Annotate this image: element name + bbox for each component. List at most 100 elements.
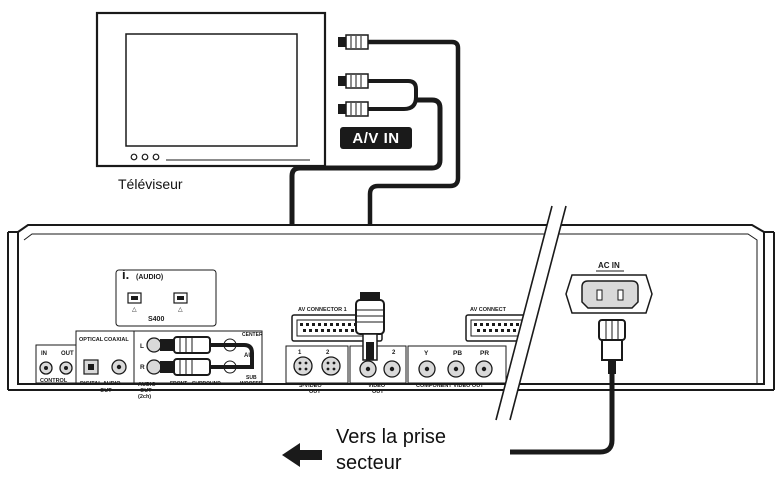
surround-label: SURROUND — [192, 381, 221, 387]
scart-pin — [318, 323, 321, 326]
left-arrow-icon — [282, 443, 322, 467]
scart-pin — [342, 323, 345, 326]
chassis-inner-edge — [23, 233, 758, 384]
tv-knob — [141, 153, 149, 161]
optical-label: OPTICAL — [79, 337, 104, 343]
video-out-label: OUT — [372, 389, 384, 395]
ac-in-section: AC IN — [565, 261, 653, 314]
audio-plug-l — [160, 339, 174, 351]
svideo-1-label: 1 — [298, 350, 302, 356]
scart-pin — [324, 323, 327, 326]
svideo-out-label: OUT — [309, 389, 321, 395]
digital-audio-label: DIGITAL AUDIO — [80, 381, 121, 387]
scart-pin — [303, 329, 306, 332]
scart-pin — [300, 323, 303, 326]
mains-label: Vers la prise secteur — [336, 424, 446, 476]
scart-pin — [333, 329, 336, 332]
tv-knob — [152, 153, 160, 161]
scart-pin — [507, 329, 510, 332]
scart-pin — [309, 329, 312, 332]
control-label: CONTROL — [40, 378, 68, 384]
scart-pin — [501, 329, 504, 332]
rca-plug-mid — [338, 73, 369, 89]
au-label: AU — [244, 353, 253, 359]
power-cable — [510, 374, 615, 455]
svg-text:△: △ — [178, 307, 183, 313]
digital-audio-section: OPTICAL COAXIAL DIGITAL AUDIO OUT — [75, 330, 135, 394]
component-label: COMPONENT VIDEO OUT — [416, 383, 484, 389]
scart-pin — [336, 323, 339, 326]
audio-out-label: AUDIO — [138, 382, 156, 388]
coaxial-label: COAXIAL — [104, 337, 129, 343]
scart-pin — [483, 329, 486, 332]
scart-pin — [477, 329, 480, 332]
ilink-section: i. (AUDIO) △ △ S400 — [115, 267, 217, 327]
rca-plug-top — [338, 34, 369, 50]
rca-plug-low — [338, 101, 369, 117]
scart-pin — [498, 323, 501, 326]
svideo-2-jack — [321, 356, 341, 376]
audio-cable-split — [368, 79, 418, 111]
scart-pin — [315, 329, 318, 332]
video-out-section: 2 VIDEO OUT — [349, 345, 407, 395]
rear-panel: i. (AUDIO) △ △ S400 IN OUT CONTROL OPTIC… — [7, 224, 775, 400]
scart-pin — [492, 323, 495, 326]
scart-pin — [306, 323, 309, 326]
av-connector-2-label: AV CONNECT — [470, 307, 507, 313]
scart-pin — [351, 329, 354, 332]
scart-pin — [321, 329, 324, 332]
svideo-2-label: 2 — [326, 350, 330, 356]
component-section: Y PB PR COMPONENT VIDEO OUT — [407, 345, 507, 389]
component-y-label: Y — [424, 350, 429, 357]
audio-r-label: R — [140, 364, 145, 371]
scart-pin — [327, 329, 330, 332]
audio-out-out-label: OUT — [140, 388, 152, 394]
scart-pin — [312, 323, 315, 326]
video-2-label: 2 — [392, 350, 396, 356]
audio-out-l-jack — [146, 337, 162, 353]
video-label: VIDEO — [368, 383, 386, 389]
video-cable — [367, 39, 461, 290]
svideo-label: S-VIDEO — [299, 383, 322, 389]
control-in-label: IN — [41, 351, 47, 357]
ilink-audio-label: (AUDIO) — [136, 274, 163, 281]
av-connector-2: AV CONNECT — [465, 307, 531, 342]
scart-pin — [348, 323, 351, 326]
scart-pin — [339, 329, 342, 332]
audio-out-r-jack — [146, 359, 162, 375]
power-cord — [510, 319, 626, 455]
scart-pin — [489, 329, 492, 332]
control-section: IN OUT CONTROL — [35, 344, 77, 384]
mains-label-line1: Vers la prise — [336, 426, 447, 448]
front-label: FRONT — [170, 381, 187, 387]
ilink-icon: i. — [122, 267, 129, 282]
digital-audio-out-label: OUT — [100, 388, 112, 394]
audio-plug-r — [160, 361, 174, 373]
scart-pin — [495, 329, 498, 332]
scart-pin — [486, 323, 489, 326]
scart-pin — [474, 323, 477, 326]
scart-pin — [513, 329, 516, 332]
scart-pin — [345, 329, 348, 332]
svideo-1-jack — [293, 356, 313, 376]
av-in-badge: A/V IN — [340, 127, 412, 149]
mains-label-line2: secteur — [336, 452, 402, 474]
ac-in-label: AC IN — [598, 261, 620, 270]
scart-pin — [480, 323, 483, 326]
svideo-section: 1 2 S-VIDEO OUT — [285, 345, 349, 395]
audio-out-2ch-label: (2ch) — [138, 394, 151, 400]
s400-label: S400 — [148, 316, 164, 323]
panel-break — [495, 205, 567, 421]
tv-knob — [130, 153, 138, 161]
scart-pin — [510, 323, 513, 326]
av-connector-1-label: AV CONNECTOR 1 — [298, 307, 347, 313]
center-label: CENTER — [242, 332, 263, 338]
tv-label: Téléviseur — [118, 176, 183, 192]
television — [95, 11, 327, 168]
audio-out-section: L R AUDIO OUT (2ch) FRONT SURROUND CENTE… — [133, 330, 263, 400]
control-out-label: OUT — [61, 351, 74, 357]
component-pb-label: PB — [453, 350, 462, 357]
scart-pin — [330, 323, 333, 326]
